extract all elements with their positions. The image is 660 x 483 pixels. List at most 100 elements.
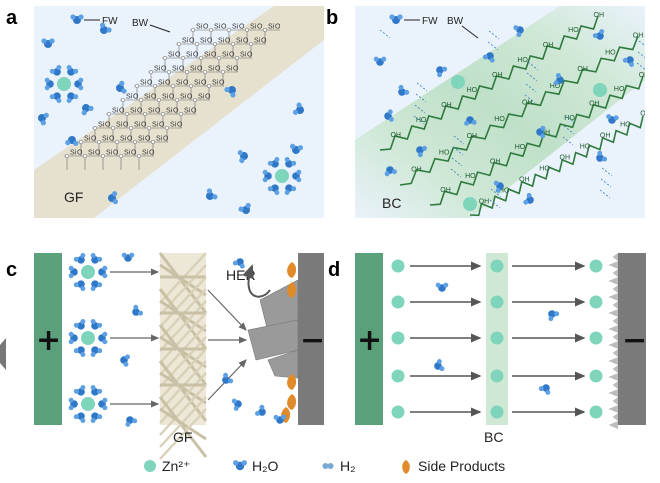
- si-label: Si: [154, 66, 161, 73]
- bw-leader-line-b: [461, 25, 479, 39]
- si-label: Si: [250, 24, 257, 31]
- oh-label: OH: [492, 72, 503, 79]
- water-molecule: [553, 73, 564, 86]
- si-label: Si: [198, 94, 205, 101]
- water-molecule: [222, 372, 234, 384]
- water-molecule: [73, 385, 86, 396]
- si-label: Si: [152, 122, 159, 129]
- gf-fiber: [159, 384, 207, 436]
- positive-electrode-d: [355, 253, 383, 425]
- oh-label: HO: [564, 115, 575, 122]
- water-molecule: [68, 265, 78, 279]
- water-molecule: [267, 184, 280, 195]
- water-molecule: [416, 145, 427, 158]
- water-molecule: [592, 29, 605, 40]
- zn-ion: [391, 295, 405, 309]
- water-molecule: [273, 414, 287, 424]
- si-label: Si: [222, 52, 229, 59]
- water-molecule: [90, 253, 103, 264]
- o-label: O: [247, 52, 253, 59]
- si-label: Si: [144, 94, 151, 101]
- oh-label: OH: [543, 42, 554, 49]
- water-molecule: [267, 157, 280, 168]
- water-molecule: [237, 150, 248, 164]
- si-label: Si: [190, 66, 197, 73]
- water-molecule: [98, 331, 108, 345]
- side-product: [287, 282, 297, 298]
- water-molecule: [206, 188, 218, 200]
- oh-label: OH: [390, 132, 401, 139]
- oh-label: OH: [467, 133, 478, 140]
- ion-arrow: [207, 289, 247, 331]
- cellulose-chain: [399, 35, 639, 186]
- o-label: O: [147, 80, 153, 87]
- o-label: O: [169, 94, 175, 101]
- water-molecule: [68, 397, 78, 411]
- o-label: O: [149, 150, 155, 157]
- water-molecule: [81, 104, 94, 116]
- zn-ion: [81, 397, 95, 411]
- oh-label: OH: [411, 166, 422, 173]
- dendrite: [267, 349, 299, 379]
- water-molecule: [90, 346, 103, 357]
- legend-zn-swatch: [144, 460, 156, 472]
- gf-fiber: [158, 288, 208, 350]
- si-label: Si: [70, 150, 77, 157]
- water-molecule: [66, 65, 79, 76]
- negative-electrode-c: [298, 253, 324, 425]
- cellulose-chains: OHHOOHHOOHHOOHHOOHOHHOOHHOOHHOOHHOOHOHHO…: [379, 12, 645, 217]
- o-label: O: [197, 66, 203, 73]
- o-label: O: [229, 52, 235, 59]
- water-molecule: [65, 136, 79, 146]
- oh-label: OH: [490, 158, 501, 165]
- o-label: O: [95, 150, 101, 157]
- o-label: O: [123, 122, 129, 129]
- si-label: Si: [168, 52, 175, 59]
- zn-ion: [490, 369, 504, 383]
- water-molecule: [622, 56, 635, 67]
- oh-label: HO: [605, 49, 616, 56]
- gf-fiber: [159, 396, 207, 448]
- water-molecule: [90, 412, 103, 423]
- zn-ion: [81, 331, 95, 345]
- water-molecule: [70, 14, 84, 24]
- water-molecule: [292, 169, 302, 183]
- ions-c: [68, 252, 287, 427]
- oh-label: HO: [515, 144, 526, 151]
- o-label: O: [177, 122, 183, 129]
- water-molecules-a: [38, 14, 304, 214]
- water-molecule: [233, 460, 247, 471]
- si-label: Si: [124, 150, 131, 157]
- si-label: Si: [158, 80, 165, 87]
- o-label: O: [175, 52, 181, 59]
- water-molecule: [384, 166, 397, 177]
- panel-a-label: a: [6, 7, 18, 29]
- gf-fiber: [159, 276, 207, 328]
- water-molecule: [73, 346, 86, 357]
- o-label: O: [257, 24, 263, 31]
- negative-sign-c: −: [300, 323, 325, 358]
- o-label: O: [225, 38, 231, 45]
- legend-h2-swatch: [322, 463, 334, 469]
- zn-ion: [593, 83, 607, 97]
- si-label: Si: [112, 108, 119, 115]
- oh-label: HO: [620, 122, 631, 129]
- water-molecule: [606, 114, 619, 124]
- gf-fiber: [159, 408, 207, 460]
- water-molecule: [436, 66, 448, 78]
- gf-fiber: [158, 252, 208, 314]
- water-molecule: [596, 150, 608, 162]
- o-label: O: [205, 94, 211, 101]
- o-label: O: [275, 24, 281, 31]
- water-molecule: [41, 38, 55, 48]
- si-label: Si: [126, 94, 133, 101]
- o-label: O: [161, 66, 167, 73]
- oh-label: OH: [600, 133, 611, 140]
- water-molecule: [121, 252, 135, 262]
- zn-ion: [391, 369, 405, 383]
- positive-sign-d: +: [357, 323, 382, 358]
- gf-fiber: [158, 360, 208, 422]
- water-molecule: [284, 184, 297, 195]
- water-molecule: [389, 14, 403, 24]
- si-label: Si: [226, 66, 233, 73]
